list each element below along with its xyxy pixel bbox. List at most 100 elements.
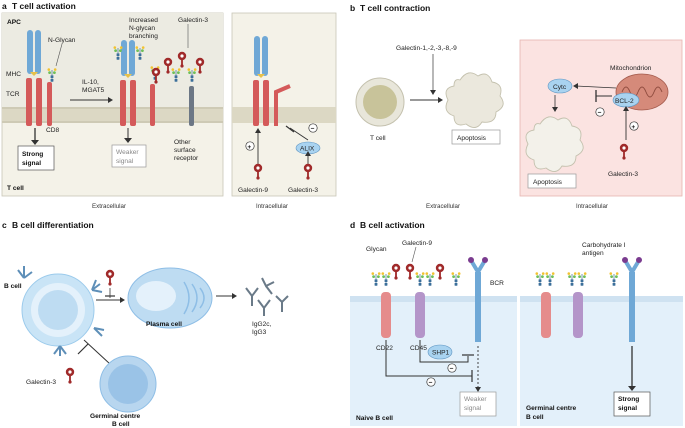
intracellular-region-b (519, 39, 683, 197)
apoptosis-box-b1 (451, 129, 501, 145)
bcr-gc (622, 257, 642, 342)
minus-label-b: − (598, 110, 602, 117)
strong-signal-d-line1: Strong (618, 396, 639, 403)
strong-signal-line2: signal (22, 160, 41, 167)
weaker-signal-box (111, 144, 147, 168)
gc-b-cell-label-line1: Germinal centre (90, 413, 141, 420)
alix-label: ALIX (300, 146, 315, 153)
galectin-3-label: Galectin-3 (178, 17, 208, 24)
strong-signal-d-line2: signal (618, 405, 637, 412)
minus-label-d2: − (429, 380, 433, 387)
n-glycan-label: N-Glycan (48, 37, 76, 44)
mhc-tcr-complex-3 (253, 36, 291, 126)
apc-label: APC (7, 19, 21, 26)
other-receptor-line3: receptor (174, 155, 199, 162)
cd22-label: CD22 (376, 345, 393, 352)
mitochondrion-label: Mitochondrion (610, 65, 652, 72)
panel-b-letter: b (350, 3, 355, 13)
mhc-label: MHC (6, 71, 21, 78)
gc-b-cell-label-d1: Germinal centre (526, 405, 577, 412)
extracellular-label-a: Extracellular (92, 203, 126, 210)
t-cell-b (355, 77, 405, 127)
panel-d-title: B cell activation (360, 220, 425, 230)
strong-signal-box (17, 145, 55, 171)
shp1-label: SHP1 (432, 350, 450, 357)
galectin-3-lattice (163, 51, 205, 126)
galectin-3-label-a2: Galectin-3 (288, 187, 318, 194)
bcr-naive (468, 257, 488, 342)
carbohydrate-label-line1: Carbohydrate I (582, 242, 626, 249)
weaker-signal-d-line2: signal (464, 405, 482, 412)
minus-label-d1: − (450, 366, 454, 373)
naive-b-cell-label: Naive B cell (356, 415, 393, 422)
intracellular-label-b: Intracellular (576, 203, 608, 210)
plus-label-b: + (631, 124, 635, 131)
glycan-lattice-naive (371, 263, 461, 287)
weaker-signal-line1: Weaker (116, 149, 139, 156)
b-cell-c (17, 266, 105, 356)
tcr-label: TCR (6, 91, 20, 98)
panel-b-title: T cell contraction (360, 3, 430, 13)
igg-label-line1: IgG2c, (252, 321, 272, 328)
minus-sign-d1 (447, 363, 457, 373)
glycans-gc (535, 271, 619, 287)
cytc-label: Cytc (553, 84, 567, 91)
cytc-ellipse (547, 78, 573, 94)
plasma-cell (127, 267, 213, 329)
panel-c-letter: c (2, 220, 7, 230)
panel-a: a T cell activation APC T cell MHC TCR N… (1, 1, 337, 210)
cd45-label: CD45 (410, 345, 427, 352)
increased-branching-line1: Increased (129, 17, 158, 24)
apoptosis-box-b2 (527, 173, 577, 189)
apoptotic-cell-b2 (525, 116, 584, 172)
panel-d-letter: d (350, 220, 355, 230)
germinal-centre-b-cell-c (99, 355, 157, 413)
cd22-receptor (381, 292, 391, 338)
minus-sign-b (595, 107, 605, 117)
glycan-label: Glycan (366, 246, 387, 253)
panel-a-letter: a (2, 1, 7, 11)
apoptotic-cell-b (445, 72, 504, 128)
t-cell-membrane (2, 107, 223, 123)
extracellular-label-b: Extracellular (426, 203, 460, 210)
increased-branching-line2: N-glycan (129, 25, 155, 32)
minus-sign-a (308, 123, 318, 133)
cd45-receptor (415, 292, 425, 338)
plus-sign-a (245, 141, 255, 151)
apoptosis-label-b1: Apoptosis (457, 135, 487, 142)
plus-sign-b (629, 121, 639, 131)
galectin-9-label-d: Galectin-9 (402, 240, 432, 247)
weaker-signal-d-line1: Weaker (464, 396, 487, 403)
cd45-receptor-gc (573, 292, 583, 338)
increased-branching-line3: branching (129, 33, 158, 40)
minus-sign-d2 (426, 377, 436, 387)
galectin-9-label-a: Galectin-9 (238, 187, 268, 194)
mhc-tcr-complex-2 (113, 40, 161, 126)
other-receptor-line2: surface (174, 147, 196, 154)
weaker-signal-box-d (459, 391, 497, 417)
strong-signal-line1: Strong (22, 151, 43, 158)
bcl2-label: BCL-2 (615, 98, 634, 105)
minus-label-a: − (311, 126, 315, 133)
igg-label-line2: IgG3 (252, 329, 267, 336)
panel-a-title: T cell activation (12, 1, 76, 11)
panel-c: c B cell differentiation B cell Plasma c… (2, 220, 289, 428)
igg-antibodies (245, 277, 289, 316)
strong-signal-box-d (613, 391, 651, 417)
gc-b-cell-label-d2: B cell (526, 414, 544, 421)
galectin-3-label-b: Galectin-3 (608, 171, 638, 178)
bcr-label: BCR (490, 280, 504, 287)
galectin-3-label-c: Galectin-3 (26, 379, 56, 386)
carbohydrate-label-line2: antigen (582, 250, 604, 257)
weaker-signal-line2: signal (116, 158, 134, 165)
cd22-receptor-gc (541, 292, 551, 338)
b-cell-label-c: B cell (4, 283, 22, 290)
intracellular-label-a: Intracellular (256, 203, 288, 210)
apoptosis-label-b2: Apoptosis (533, 179, 563, 186)
il10-label-line2: MGAT5 (82, 87, 105, 94)
panel-a-intracellular-box (231, 12, 337, 197)
t-cell-label-b: T cell (370, 135, 386, 142)
panel-b: b T cell contraction T cell Galectin-1,-… (350, 3, 683, 210)
plasma-cell-label: Plasma cell (146, 321, 182, 328)
